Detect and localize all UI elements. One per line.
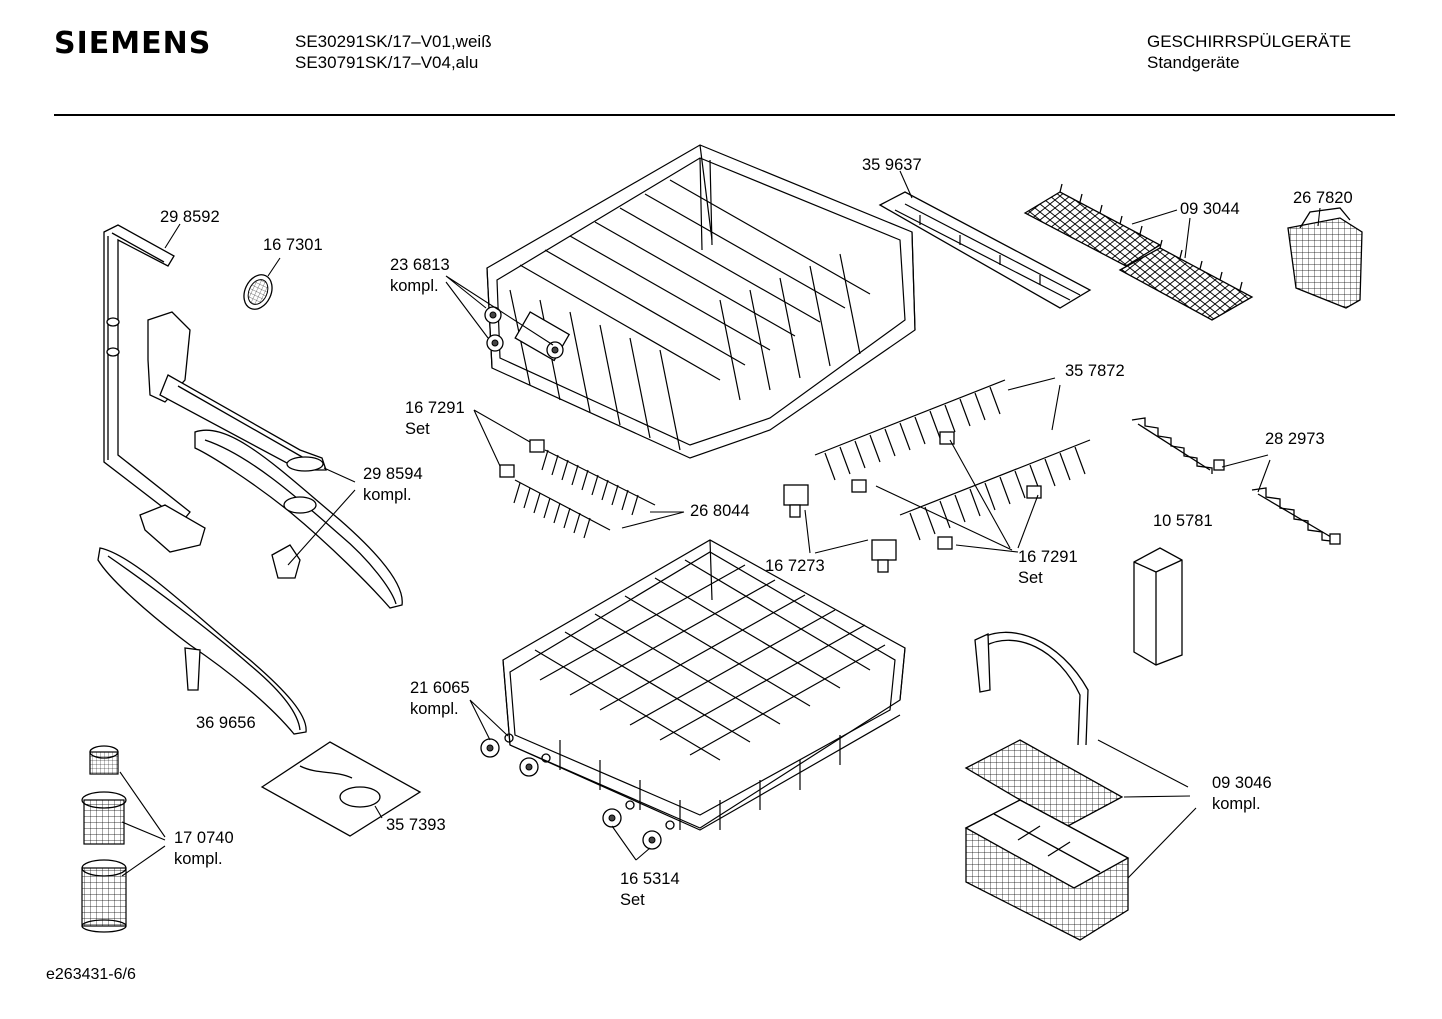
tine-rack-left-drawing bbox=[499, 439, 656, 539]
cup-shelf-drawing bbox=[878, 191, 1092, 309]
header-divider bbox=[54, 114, 1395, 116]
wheels-drawing bbox=[480, 733, 675, 850]
upper-spray-arm-drawing bbox=[147, 311, 327, 472]
drawing-id: e263431-6/6 bbox=[46, 966, 136, 983]
label-359637: 35 9637 bbox=[862, 156, 922, 174]
filter-cap-drawing bbox=[243, 274, 273, 310]
label-170740-note: kompl. bbox=[174, 850, 223, 868]
label-282973: 28 2973 bbox=[1265, 430, 1325, 448]
label-357872: 35 7872 bbox=[1065, 362, 1125, 380]
tray-upper-drawing bbox=[1023, 183, 1162, 267]
label-298594: 29 8594 bbox=[363, 465, 423, 483]
label-298594-note: kompl. bbox=[363, 486, 412, 504]
label-298592: 29 8592 bbox=[160, 208, 220, 226]
label-167291a: 16 7291 bbox=[405, 399, 465, 417]
label-369656: 36 9656 bbox=[196, 714, 256, 732]
model-line-2: SE30791SK/17–V04,alu bbox=[295, 53, 479, 72]
cutlery-basket-drawing bbox=[964, 799, 1130, 941]
category-line-2: Standgeräte bbox=[1147, 53, 1240, 72]
label-357393: 35 7393 bbox=[386, 816, 446, 834]
label-216065-note: kompl. bbox=[410, 700, 459, 718]
basket-handle-drawing bbox=[974, 631, 1089, 746]
middle-spray-arm-drawing bbox=[194, 429, 403, 609]
part-labels: 29 8592 16 7301 23 6813 kompl. 35 9637 0… bbox=[160, 156, 1353, 909]
category-info: GESCHIRRSPÜLGERÄTE Standgeräte bbox=[1147, 31, 1351, 73]
label-167273: 16 7273 bbox=[765, 557, 825, 575]
label-267820: 26 7820 bbox=[1293, 189, 1353, 207]
stairs-upper-drawing bbox=[1131, 417, 1225, 474]
label-236813: 23 6813 bbox=[390, 256, 450, 274]
label-165314-note: Set bbox=[620, 891, 645, 909]
label-216065: 21 6065 bbox=[410, 679, 470, 697]
label-167301: 16 7301 bbox=[263, 236, 323, 254]
label-236813-note: kompl. bbox=[390, 277, 439, 295]
label-167291b: 16 7291 bbox=[1018, 548, 1078, 566]
label-105781: 10 5781 bbox=[1153, 512, 1213, 530]
label-165314: 16 5314 bbox=[620, 870, 680, 888]
label-170740: 17 0740 bbox=[174, 829, 234, 847]
lower-spray-arm-drawing bbox=[97, 547, 307, 735]
label-093044: 09 3044 bbox=[1180, 200, 1240, 218]
tine-rack-right-drawing bbox=[814, 379, 1091, 550]
label-167291b-note: Set bbox=[1018, 569, 1043, 587]
label-167291a-note: Set bbox=[405, 420, 430, 438]
category-line-1: GESCHIRRSPÜLGERÄTE bbox=[1147, 32, 1352, 51]
clips-drawing bbox=[783, 484, 897, 573]
stairs-lower-drawing bbox=[1251, 487, 1341, 545]
model-info: SE30291SK/17–V01,weiß SE30791SK/17–V04,a… bbox=[295, 31, 492, 73]
label-093046-note: kompl. bbox=[1212, 795, 1261, 813]
spray-pipe-drawing bbox=[103, 224, 206, 553]
filter-stack-drawing bbox=[81, 745, 127, 933]
upper-basket-drawing bbox=[484, 144, 916, 459]
glass-holder-drawing bbox=[1133, 547, 1183, 666]
lower-basket-drawing bbox=[502, 539, 906, 831]
cutlery-holder-drawing bbox=[1287, 207, 1363, 309]
leader-lines bbox=[119, 170, 1321, 879]
tray-lower-drawing bbox=[1118, 239, 1254, 321]
label-268044: 26 8044 bbox=[690, 502, 750, 520]
filter-plate-drawing bbox=[260, 741, 422, 837]
brand-logo: SIEMENS bbox=[54, 26, 212, 61]
label-093046: 09 3046 bbox=[1212, 774, 1272, 792]
model-line-1: SE30291SK/17–V01,weiß bbox=[295, 32, 492, 51]
